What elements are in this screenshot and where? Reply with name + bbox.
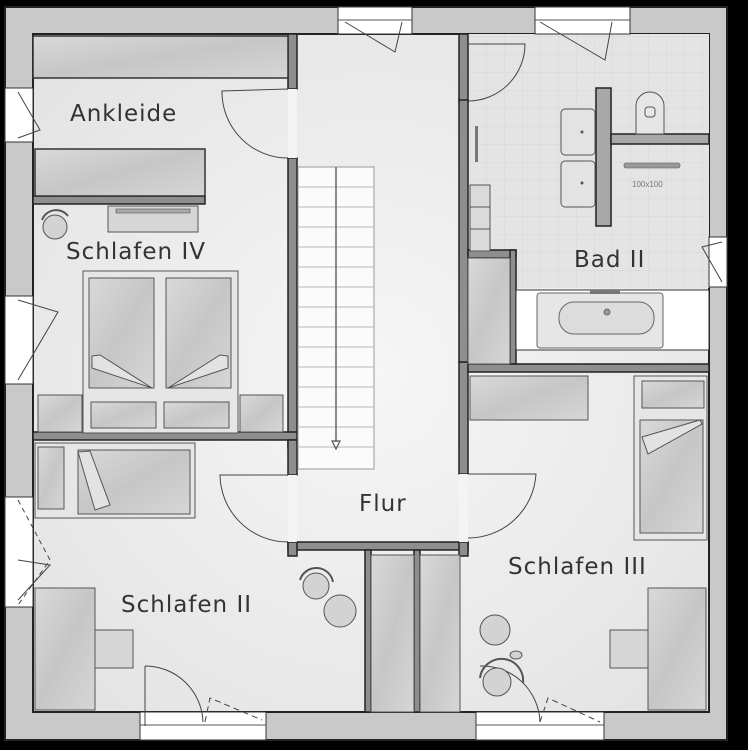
door-ankleide bbox=[221, 88, 289, 159]
wardrobe-ankleide-top bbox=[32, 35, 289, 79]
window-left-schlafen-ii bbox=[4, 496, 51, 608]
room-label-schlafen-iv: Schlafen IV bbox=[66, 239, 206, 265]
window-top-flur bbox=[337, 6, 413, 53]
sinks-double bbox=[560, 108, 596, 208]
toilet bbox=[635, 91, 665, 135]
nightstands bbox=[37, 394, 284, 433]
room-label-ankleide: Ankleide bbox=[70, 101, 178, 127]
interior-walls bbox=[32, 33, 710, 713]
chairs-schlafen-iii bbox=[479, 614, 525, 697]
window-bottom-schlafen-iii bbox=[475, 665, 605, 741]
wardrobe-ankleide-bottom bbox=[34, 148, 206, 197]
shelf-bad bbox=[469, 126, 491, 252]
shower-size-label: 100x100 bbox=[632, 180, 663, 189]
shower bbox=[623, 162, 681, 169]
bed-schlafen-ii bbox=[34, 442, 196, 519]
desk-schlafen-iii bbox=[609, 587, 707, 711]
window-left-schlafen-iv bbox=[4, 295, 59, 385]
wardrobe-schlafen-iii bbox=[469, 375, 589, 421]
window-top-bad bbox=[534, 6, 631, 61]
desk-schlafen-iv bbox=[107, 205, 199, 233]
bed-schlafen-iii bbox=[633, 375, 708, 541]
room-label-schlafen-iii: Schlafen III bbox=[508, 554, 647, 580]
door-bad bbox=[467, 43, 526, 102]
wardrobes-center bbox=[370, 554, 461, 713]
window-left-ankleide bbox=[4, 87, 41, 143]
desk-schlafen-ii bbox=[34, 587, 134, 711]
double-bed bbox=[82, 270, 239, 434]
door-schlafen-ii bbox=[219, 474, 289, 543]
staircase bbox=[297, 166, 375, 470]
chairs-schlafen-ii bbox=[299, 566, 357, 628]
window-bottom-schlafen-ii bbox=[139, 665, 267, 741]
room-label-schlafen-ii: Schlafen II bbox=[121, 592, 253, 618]
bathtub bbox=[515, 289, 710, 351]
room-label-bad-ii: Bad II bbox=[574, 247, 646, 273]
window-right-bad bbox=[701, 236, 728, 288]
room-label-flur: Flur bbox=[359, 491, 407, 517]
storage-bad-side bbox=[467, 257, 511, 365]
door-schlafen-iii bbox=[467, 473, 537, 539]
chair-schlafen-iv bbox=[41, 209, 69, 240]
